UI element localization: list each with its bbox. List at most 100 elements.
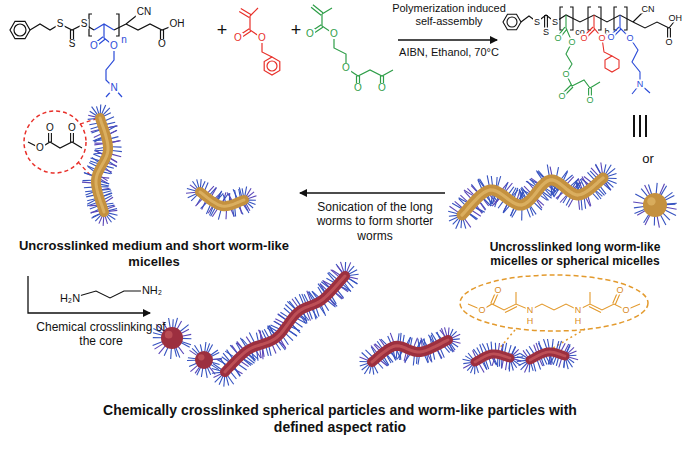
corona-chain — [217, 360, 227, 365]
atom-label: O — [567, 38, 576, 47]
condition-text: Chemical crosslinking of the core — [36, 320, 166, 349]
corona-chain — [202, 181, 205, 188]
corona-chain — [504, 183, 507, 191]
corona-chain — [600, 186, 606, 194]
corona-chain — [230, 345, 237, 353]
corona-chain — [498, 343, 499, 351]
corona-chain — [418, 356, 419, 365]
corona-chain — [463, 363, 471, 364]
corona-chain — [502, 344, 504, 352]
corona-chain — [493, 195, 495, 204]
corona-chain — [480, 344, 483, 353]
corona-chain — [153, 342, 163, 346]
corona-chain — [537, 199, 544, 205]
corona-chain — [201, 368, 202, 377]
corona-chain — [449, 217, 458, 221]
corona-chain — [92, 130, 100, 133]
sphere-highlight — [647, 197, 655, 205]
corona-chain — [86, 195, 94, 197]
corona-chain — [381, 339, 387, 345]
corona-chain — [581, 199, 582, 210]
worm-micelle — [212, 262, 359, 387]
corona-chain — [531, 178, 538, 183]
corona-chain — [487, 175, 489, 185]
corona-chain — [559, 359, 562, 368]
condition-text: Polymerization induced self-assembly — [384, 2, 514, 28]
corona-chain — [186, 192, 196, 194]
corona-chain — [93, 139, 103, 141]
corona-chain — [83, 180, 93, 182]
corona-chain — [212, 188, 217, 196]
corona-chain — [654, 216, 655, 226]
worm-core-highlight — [96, 118, 108, 212]
corona-chain — [304, 313, 307, 324]
corona-chain — [235, 368, 241, 377]
corona-chain — [463, 219, 466, 228]
corona-chain — [295, 322, 303, 328]
corona-chain — [450, 343, 455, 350]
corona-chain — [346, 280, 353, 288]
corona-chain — [101, 177, 110, 179]
worm-core — [225, 276, 345, 372]
atom-label: O — [625, 34, 634, 43]
worm-micelle — [186, 179, 257, 220]
corona-chain — [252, 352, 255, 361]
corona-chain — [477, 348, 481, 355]
corona-chain — [430, 353, 432, 362]
corona-chain — [416, 356, 418, 364]
corona-chain — [177, 321, 182, 329]
corona-chain — [553, 357, 556, 365]
atom-label: O — [329, 29, 339, 39]
worm-micelle — [360, 327, 461, 374]
corona-chain — [366, 350, 373, 357]
corona-chain — [211, 353, 219, 357]
corona-chain — [557, 167, 559, 176]
atom-label: + — [216, 21, 229, 39]
atom-label: OH — [169, 19, 186, 29]
corona-chain — [104, 169, 112, 172]
corona-chain — [546, 356, 551, 365]
corona-chain — [295, 297, 301, 306]
corona-chain — [608, 178, 617, 179]
corona-chain — [405, 354, 410, 362]
corona-chain — [91, 127, 99, 130]
corona-chain — [644, 214, 649, 223]
corona-chain — [557, 341, 559, 349]
corona-chain — [227, 193, 232, 201]
corona-chain — [502, 360, 504, 369]
corona-chain — [452, 334, 461, 338]
corona-chain — [605, 183, 612, 190]
corona-chain — [189, 363, 197, 366]
caption-text: Uncrosslinked long worm-like micelles or… — [468, 240, 682, 269]
corona-chain — [491, 176, 492, 186]
corona-chain — [509, 362, 510, 372]
corona-chain — [218, 210, 221, 220]
corona-chain — [103, 216, 105, 226]
corona-chain — [332, 296, 337, 304]
corona-chain — [378, 363, 383, 369]
corona-chain — [188, 358, 196, 359]
reaction-arrow — [398, 39, 497, 40]
corona-chain — [97, 106, 99, 114]
atom-label: O — [579, 34, 588, 43]
corona-chain — [242, 339, 248, 346]
worm-core — [475, 354, 510, 362]
corona-chain — [111, 137, 119, 139]
corona-chain — [312, 291, 319, 297]
corona-chain — [560, 195, 567, 203]
corona-chain — [480, 202, 486, 210]
corona-chain — [452, 338, 460, 340]
atom-label: O — [561, 70, 570, 79]
atom-label: O — [67, 123, 77, 133]
corona-chain — [584, 198, 585, 209]
corona-chain — [226, 376, 229, 386]
corona-chain — [604, 164, 606, 173]
product-dmaema-chain — [610, 15, 650, 94]
corona-chain — [488, 195, 491, 206]
atom-label: O — [377, 83, 387, 93]
corona-chain — [208, 345, 213, 353]
corona-chain — [492, 198, 500, 206]
worm-micelle — [463, 342, 524, 375]
corona-chain — [448, 211, 457, 214]
corona-chain — [538, 343, 542, 350]
